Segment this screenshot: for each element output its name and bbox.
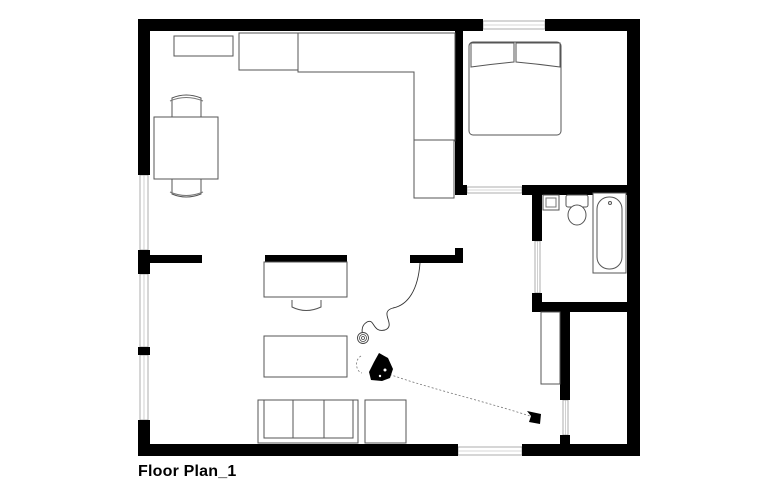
power-cord bbox=[361, 262, 421, 337]
robot-vacuum-icon bbox=[369, 353, 393, 381]
bathtub-basin bbox=[596, 196, 623, 270]
wall-segment bbox=[265, 255, 347, 263]
dining-chair-bottom bbox=[171, 179, 202, 198]
kitchen-counter-l-shape bbox=[297, 32, 456, 142]
wall-segment bbox=[455, 248, 463, 263]
sink-basin bbox=[545, 197, 557, 208]
toilet-bowl bbox=[567, 204, 587, 226]
bathroom-fixtures bbox=[542, 192, 627, 274]
wall-segment bbox=[138, 444, 458, 456]
wall-segment bbox=[560, 302, 570, 400]
wall-segment bbox=[455, 185, 467, 195]
wall-segment bbox=[545, 19, 640, 31]
chair-back-line bbox=[169, 97, 204, 102]
wall-segment bbox=[532, 293, 542, 309]
dining-table bbox=[153, 116, 219, 180]
closet-shelf bbox=[540, 311, 561, 385]
bathtub-drain bbox=[608, 201, 612, 205]
bed bbox=[468, 41, 562, 136]
desk-chair bbox=[291, 300, 322, 311]
living-room-set bbox=[257, 261, 561, 444]
handheld-device-icon bbox=[527, 411, 541, 424]
dining-set bbox=[153, 94, 219, 198]
armchair bbox=[364, 399, 407, 444]
devices-layer bbox=[356, 262, 541, 424]
robot-path-dashed bbox=[356, 355, 531, 417]
dining-chair-top bbox=[171, 94, 202, 117]
wall-segment bbox=[532, 185, 542, 241]
sofa-seat bbox=[263, 399, 354, 439]
floor-plan-caption: Floor Plan_1 bbox=[138, 463, 237, 480]
robot-sensor-dot bbox=[378, 374, 382, 378]
bed-frame bbox=[468, 41, 562, 136]
pillow-right bbox=[515, 42, 561, 68]
tv-console bbox=[263, 261, 348, 298]
wall-segment bbox=[150, 255, 202, 263]
furniture-layer bbox=[153, 32, 627, 444]
bathroom-sink bbox=[542, 194, 560, 211]
pillow-left bbox=[470, 42, 515, 68]
wall-segment bbox=[627, 19, 640, 456]
wall-segment bbox=[410, 255, 462, 263]
wall-segment bbox=[532, 302, 640, 312]
wall-segment bbox=[560, 435, 570, 456]
wall-segment bbox=[138, 347, 150, 355]
charging-dock-icon bbox=[357, 332, 369, 344]
wall-segment bbox=[138, 19, 224, 31]
wall-segment bbox=[223, 19, 459, 31]
kitchen-counter-upper bbox=[238, 32, 299, 71]
wall-segment bbox=[138, 250, 150, 274]
kitchen-counter-base bbox=[413, 139, 455, 199]
chair-back-line bbox=[169, 191, 204, 196]
sideboard bbox=[173, 35, 234, 57]
wall-segment bbox=[522, 185, 640, 195]
wall-segment bbox=[522, 444, 640, 456]
coffee-table bbox=[263, 335, 348, 378]
wall-segment bbox=[455, 19, 463, 195]
robot-sensor-dot bbox=[383, 368, 387, 372]
walls-layer bbox=[138, 19, 640, 456]
wall-segment bbox=[138, 19, 150, 175]
